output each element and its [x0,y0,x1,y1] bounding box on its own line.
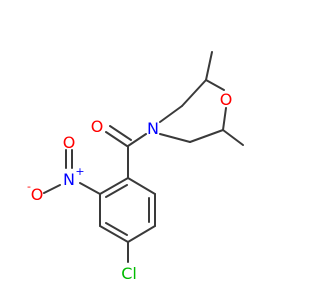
bond-c6-methyl [222,129,244,146]
atom-n-nitro: N [63,170,75,189]
bond-carbonyl-o-1 [105,131,128,147]
bond-n4-carbonyl [127,133,147,147]
atom-o-morpholine: O [220,90,233,109]
atom-o-nitro-top: O [63,133,76,152]
bond-c2-methyl [205,51,213,81]
atom-o-carbonyl: O [91,117,104,136]
bonds [43,51,244,263]
bond-c3-c2 [181,79,207,107]
bond-c4-c5 [127,225,156,243]
bond-c6-c5 [189,129,224,143]
bond-carbonyl-o-2 [109,125,132,141]
molecule-drawing: O N O N + O O - Cl [27,51,244,283]
bond-aromatic-inner-1 [105,184,128,198]
bond-c3-c4 [99,225,129,243]
atom-o-nitro-left: O [31,185,44,204]
bond-o1-c6 [222,107,227,131]
atom-n-nitro-charge: + [75,165,84,178]
bond-aromatic-inner-2 [105,222,128,236]
structure-diagram: O N O N + O O - Cl [27,51,244,283]
bond-c5-n4 [159,133,191,143]
bond-c2-o1 [205,79,225,91]
atom-cl: Cl [121,264,137,283]
atom-labels: O N O N + O O - Cl [27,90,232,283]
bond-c1-c2 [99,177,129,195]
bond-n4-c3 [159,105,183,123]
bond-c6-c1 [127,177,156,195]
atom-o-nitro-left-charge: - [27,180,31,193]
atom-n-morpholine: N [147,119,159,138]
bond-ring-nitro [79,182,101,195]
bond-nitro-o-left [43,184,61,194]
